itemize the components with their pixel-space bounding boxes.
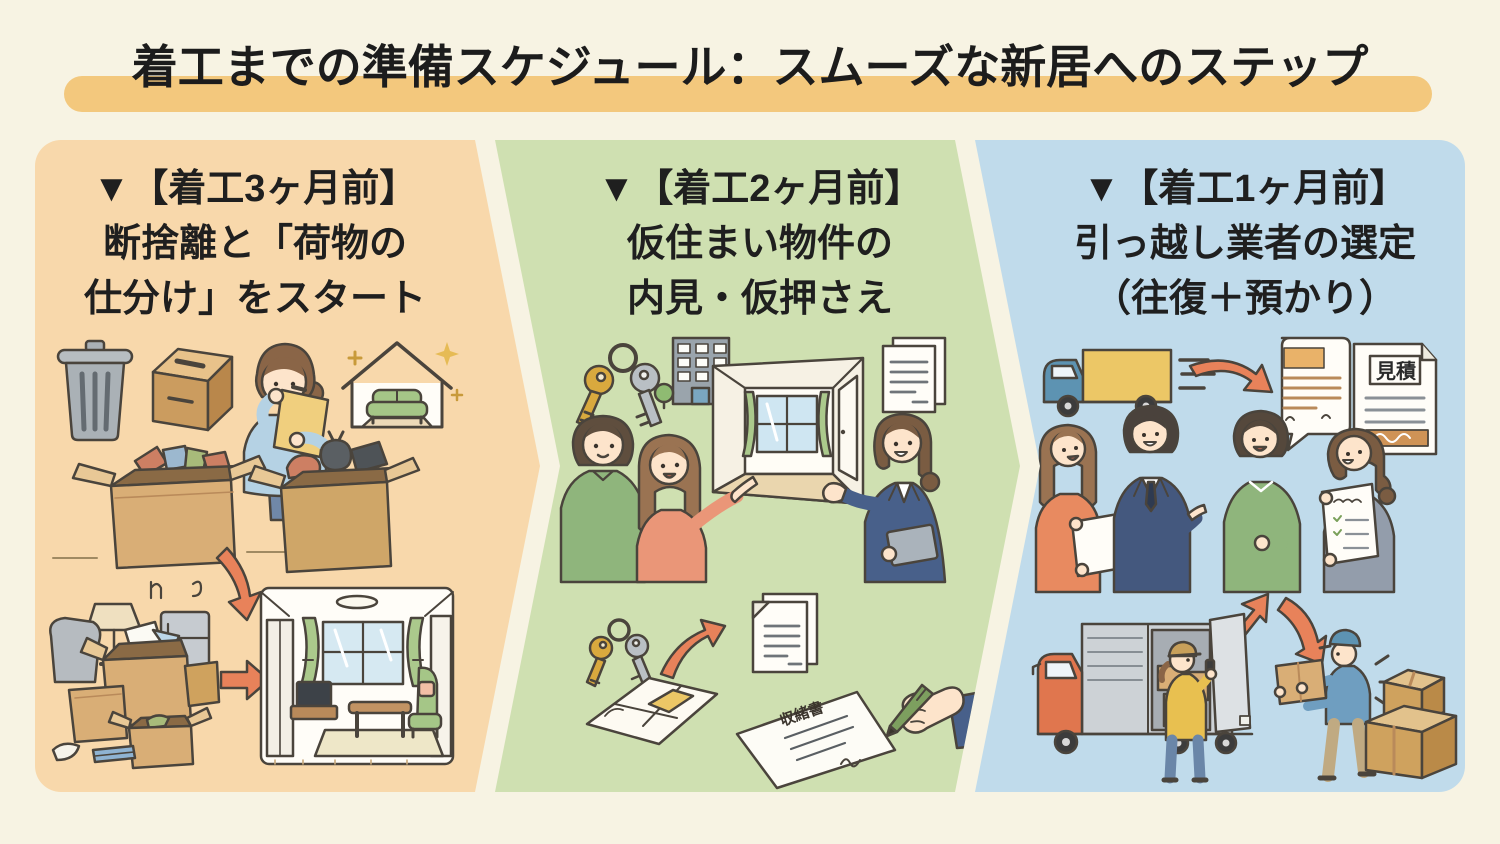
panel-1-illustration bbox=[49, 339, 464, 770]
viewing-couple-icon bbox=[559, 414, 759, 584]
trash-can-icon bbox=[56, 339, 134, 442]
floor-plan-icon bbox=[585, 676, 719, 746]
panel-3-heading: ▼【着工1ヶ月前】 引っ越し業者の選定 （往復＋預かり） bbox=[1073, 168, 1416, 321]
quote-bubble-icon bbox=[1280, 336, 1352, 452]
estimate-title-label: 見積 bbox=[1376, 360, 1417, 383]
panel-3-illustration: 見積 bbox=[1031, 336, 1458, 784]
panel-2-months-before: ▼【着工2ヶ月前】 仮住まい物件の 内見・仮押さえ bbox=[495, 140, 1020, 792]
timeline-panels: ▼【着工3ヶ月前】 断捨離と「荷物の 仕分け」をスタート bbox=[0, 140, 1500, 792]
panel-2-heading: ▼【着工2ヶ月前】 仮住まい物件の 内見・仮押さえ bbox=[597, 168, 923, 321]
curved-arrow-up-icon bbox=[659, 618, 727, 680]
customer-man-icon bbox=[1222, 409, 1302, 594]
donation-box-icon bbox=[151, 347, 234, 432]
panel-1-month-before: ▼【着工1ヶ月前】 引っ越し業者の選定 （往復＋預かり） bbox=[975, 140, 1465, 792]
cluttered-room-icon bbox=[49, 580, 221, 770]
customer-loading-icon bbox=[1158, 640, 1218, 784]
panel-3-months-before: ▼【着工3ヶ月前】 断捨離と「荷物の 仕分け」をスタート bbox=[35, 140, 540, 792]
arrow-down-right-icon bbox=[1276, 596, 1328, 666]
curved-arrow-right-icon bbox=[1188, 359, 1274, 394]
cardboard-box-stack-icon bbox=[1364, 668, 1458, 780]
contract-documents-icon bbox=[751, 592, 819, 674]
customer-woman-icon bbox=[1034, 423, 1124, 594]
title-highlight-bar bbox=[64, 76, 1432, 112]
tidy-room-icon bbox=[259, 586, 455, 766]
signing-contract-icon: 収緒書 bbox=[735, 683, 1005, 790]
clean-house-icon bbox=[341, 341, 464, 429]
page-title: 着工までの準備スケジュール：スムーズな新居へのステップ bbox=[131, 41, 1369, 93]
small-truck-icon bbox=[1042, 348, 1216, 418]
empty-room-icon bbox=[711, 356, 865, 506]
keys-small-icon bbox=[585, 618, 653, 688]
discard-items-box-icon bbox=[247, 430, 421, 574]
panel-1-heading: ▼【着工3ヶ月前】 断捨離と「荷物の 仕分け」をスタート bbox=[83, 168, 426, 321]
loading-truck-icon bbox=[1031, 612, 1254, 755]
keep-items-box-icon bbox=[71, 444, 267, 570]
panel-2-illustration: 収緒書 bbox=[559, 336, 1005, 790]
staff-man-icon bbox=[1112, 404, 1208, 594]
keys-icon bbox=[575, 343, 663, 428]
real-estate-agent-icon bbox=[821, 412, 947, 584]
mover-woman-icon bbox=[1318, 427, 1397, 594]
curved-arrow-down-icon bbox=[215, 546, 263, 622]
estimate-document-icon: 見積 bbox=[1352, 342, 1438, 456]
arrow-right-icon bbox=[219, 659, 271, 701]
mover-man-icon bbox=[1273, 628, 1377, 782]
documents-icon bbox=[881, 336, 947, 414]
